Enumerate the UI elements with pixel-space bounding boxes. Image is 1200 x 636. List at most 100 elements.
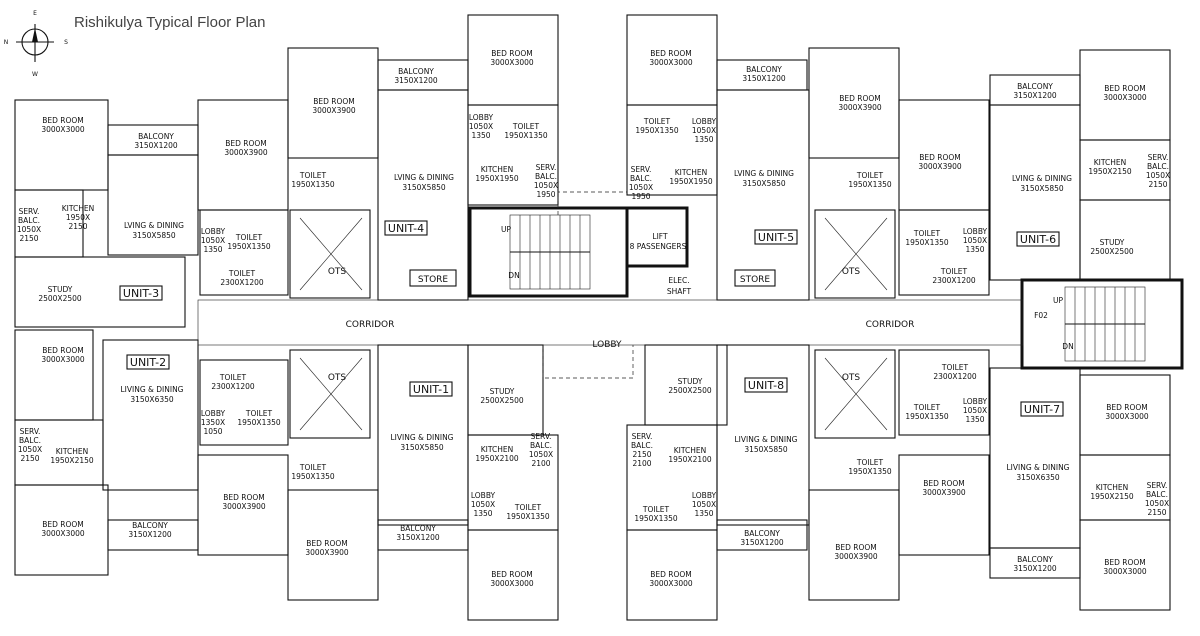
svg-text:1950: 1950 (536, 190, 555, 199)
svg-text:LIVING & DINING: LIVING & DINING (120, 385, 183, 394)
svg-text:1950X2100: 1950X2100 (668, 455, 712, 464)
svg-text:BED ROOM: BED ROOM (919, 153, 961, 162)
svg-text:KITCHEN: KITCHEN (1096, 483, 1129, 492)
svg-text:3000X3000: 3000X3000 (649, 58, 693, 67)
svg-text:STORE: STORE (418, 275, 449, 285)
svg-text:KITCHEN: KITCHEN (62, 204, 95, 213)
svg-text:1950X2150: 1950X2150 (50, 456, 94, 465)
svg-text:2300X1200: 2300X1200 (932, 276, 976, 285)
svg-text:TOILET: TOILET (643, 117, 671, 126)
svg-text:3150X5850: 3150X5850 (402, 183, 446, 192)
svg-text:1050X: 1050X (692, 500, 716, 509)
svg-text:ELEC.: ELEC. (668, 276, 689, 285)
svg-text:BALCONY: BALCONY (744, 529, 780, 538)
svg-text:BED ROOM: BED ROOM (313, 97, 355, 106)
svg-text:3000X3000: 3000X3000 (41, 125, 85, 134)
svg-text:2100: 2100 (531, 459, 550, 468)
svg-text:2500X2500: 2500X2500 (1090, 247, 1134, 256)
svg-text:1350: 1350 (965, 245, 984, 254)
svg-text:TOILET: TOILET (941, 363, 969, 372)
compass-icon: E W S N (4, 10, 68, 78)
unit-1-label: UNIT-1 (413, 383, 449, 396)
svg-text:3000X3000: 3000X3000 (1103, 567, 1147, 576)
walls (14, 14, 1184, 621)
svg-text:1050X: 1050X (1146, 171, 1170, 180)
svg-text:BALCONY: BALCONY (138, 132, 174, 141)
svg-text:BALC.: BALC. (535, 172, 557, 181)
corridor-label-right: CORRIDOR (866, 320, 915, 330)
svg-text:BED ROOM: BED ROOM (42, 520, 84, 529)
svg-text:SERV.: SERV. (1147, 481, 1168, 490)
svg-text:OTS: OTS (842, 267, 861, 277)
labels: UNIT-4 UNIT-3 UNIT-2 UNIT-1 UNIT-5 UNIT-… (17, 49, 1170, 588)
svg-text:1950: 1950 (631, 192, 650, 201)
svg-text:3150X1200: 3150X1200 (1013, 91, 1057, 100)
svg-text:2150: 2150 (20, 454, 39, 463)
svg-text:TOILET: TOILET (642, 505, 670, 514)
svg-text:LVING & DINING: LVING & DINING (1012, 174, 1072, 183)
svg-text:TOILET: TOILET (299, 463, 327, 472)
svg-text:1050X: 1050X (471, 500, 495, 509)
unit-7-label: UNIT-7 (1024, 403, 1060, 416)
svg-text:2300X1200: 2300X1200 (933, 372, 977, 381)
svg-text:BALC.: BALC. (18, 216, 40, 225)
svg-text:TOILET: TOILET (245, 409, 273, 418)
svg-text:BALC.: BALC. (631, 441, 653, 450)
svg-text:TOILET: TOILET (512, 122, 540, 131)
svg-text:BED ROOM: BED ROOM (1104, 84, 1146, 93)
svg-text:3150X5850: 3150X5850 (744, 445, 788, 454)
svg-text:1950X1350: 1950X1350 (237, 418, 281, 427)
svg-text:1950X1350: 1950X1350 (634, 514, 678, 523)
svg-text:LOBBY: LOBBY (692, 491, 717, 500)
svg-text:1950X2150: 1950X2150 (1090, 492, 1134, 501)
svg-text:SERV.: SERV. (19, 207, 40, 216)
svg-text:3000X3000: 3000X3000 (490, 579, 534, 588)
svg-text:3150X5850: 3150X5850 (132, 231, 176, 240)
svg-text:BALCONY: BALCONY (398, 67, 434, 76)
svg-text:3150X1200: 3150X1200 (742, 74, 786, 83)
svg-text:LVING & DINING: LVING & DINING (124, 221, 184, 230)
svg-text:STORE: STORE (740, 275, 771, 285)
svg-text:BED ROOM: BED ROOM (42, 116, 84, 125)
svg-text:TOILET: TOILET (856, 171, 884, 180)
svg-text:STUDY: STUDY (48, 285, 73, 294)
svg-text:UP: UP (501, 225, 511, 234)
svg-text:3000X3900: 3000X3900 (834, 552, 878, 561)
svg-text:1350: 1350 (203, 245, 222, 254)
svg-text:SERV.: SERV. (531, 432, 552, 441)
svg-text:1950X2100: 1950X2100 (475, 454, 519, 463)
svg-text:LIVING & DINING: LIVING & DINING (1006, 463, 1069, 472)
svg-text:SERV.: SERV. (536, 163, 557, 172)
unit-6-label: UNIT-6 (1020, 233, 1056, 246)
svg-text:BALCONY: BALCONY (746, 65, 782, 74)
svg-text:1050: 1050 (203, 427, 222, 436)
svg-text:3000X3000: 3000X3000 (1105, 412, 1149, 421)
svg-text:1050X: 1050X (469, 122, 493, 131)
svg-text:3150X1200: 3150X1200 (396, 533, 440, 542)
unit-8-label: UNIT-8 (748, 379, 784, 392)
svg-text:2150: 2150 (1148, 180, 1167, 189)
svg-text:1950X1350: 1950X1350 (905, 412, 949, 421)
svg-text:LOBBY: LOBBY (963, 227, 988, 236)
svg-text:TOILET: TOILET (514, 503, 542, 512)
svg-text:3150X6350: 3150X6350 (130, 395, 174, 404)
svg-text:KITCHEN: KITCHEN (675, 168, 708, 177)
svg-text:3150X5850: 3150X5850 (742, 179, 786, 188)
svg-text:3150X1200: 3150X1200 (134, 141, 178, 150)
svg-text:SERV.: SERV. (1148, 153, 1169, 162)
svg-text:BALC.: BALC. (19, 436, 41, 445)
unit-4-label: UNIT-4 (388, 222, 424, 235)
unit-tags: UNIT-4 UNIT-3 UNIT-2 UNIT-1 UNIT-5 UNIT-… (119, 220, 1064, 417)
svg-text:TOILET: TOILET (299, 171, 327, 180)
svg-text:1350X: 1350X (201, 418, 225, 427)
svg-text:TOILET: TOILET (940, 267, 968, 276)
svg-text:BED ROOM: BED ROOM (223, 493, 265, 502)
svg-text:BED ROOM: BED ROOM (225, 139, 267, 148)
svg-text:LOBBY: LOBBY (963, 397, 988, 406)
svg-text:1950X2150: 1950X2150 (1088, 167, 1132, 176)
svg-text:2300X1200: 2300X1200 (211, 382, 255, 391)
svg-text:1950X1950: 1950X1950 (475, 174, 519, 183)
staircase-2 (1064, 286, 1146, 362)
unit-5-label: UNIT-5 (758, 231, 794, 244)
